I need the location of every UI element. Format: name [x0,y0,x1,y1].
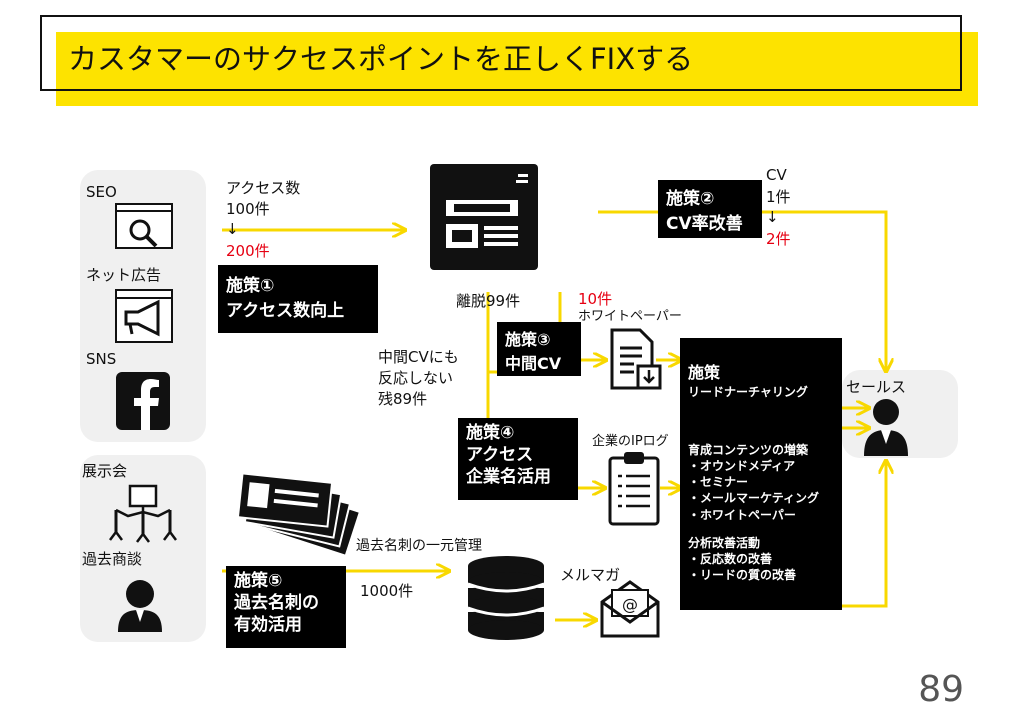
access-before: 100件 [226,200,270,218]
analysis-item: ・反応数の改善 [688,551,773,566]
measure1-title: 施策① [226,276,275,296]
measure5-box: 施策⑤ 過去名刺の 有効活用 [226,566,346,648]
measure4-label-1: アクセス [466,445,534,466]
no-response-line3: 残89件 [378,390,428,408]
lead-nurturing-box: 施策 リードナーチャリング 育成コンテンツの増築 ・オウンドメディア ・セミナー… [680,338,842,610]
channel-exhibition: 展示会 [82,462,128,480]
channel-past-meeting: 過去商談 [82,550,143,568]
cv-arrow-glyph: ↓ [766,208,779,226]
mail-magazine-label: メルマガ [560,566,621,584]
document-download-icon [610,328,662,390]
clipboard-icon [608,452,660,526]
measure1-label: アクセス数向上 [226,301,345,321]
measure3-box: 施策③ 中間CV [497,322,581,376]
channel-net-ad: ネット広告 [86,266,162,284]
facebook-icon [116,372,170,430]
cv-before: 1件 [766,188,791,206]
nurture-item: ・ホワイトペーパー [688,507,796,522]
measure4-title: 施策④ [466,423,515,443]
page-number: 89 [918,669,964,710]
measure3-title: 施策③ [505,330,551,349]
nurture-item: ・セミナー [688,475,749,490]
whitepaper-count: 10件 [578,290,613,308]
person-icon [118,580,162,632]
card-mgmt-label: 過去名刺の一元管理 [356,538,482,554]
nurture-heading: 育成コンテンツの増築 [688,442,809,457]
bottom-sales-arrow [842,462,886,608]
sales-person-icon [864,399,908,456]
measure2-title: 施策② [666,189,715,209]
lead-box-title: 施策 [688,363,721,382]
megaphone-icon [115,289,173,343]
lead-box-subtitle: リードナーチャリング [688,384,808,399]
card-count: 1000件 [360,582,414,600]
measure1-box: 施策① アクセス数向上 [218,265,378,333]
access-after: 200件 [226,242,270,260]
measure5-title: 施策⑤ [234,571,283,591]
exhibition-icon [109,484,177,543]
measure4-label-2: 企業名活用 [466,467,551,488]
cv-after: 2件 [766,230,791,248]
whitepaper-label: ホワイトペーパー [578,309,682,324]
ip-log-label: 企業のIPログ [592,434,669,449]
analysis-item: ・リードの質の改善 [688,568,797,583]
no-response-line1: 中間CVにも [378,348,459,366]
measure5-label-2: 有効活用 [234,615,302,636]
analysis-heading: 分析改善活動 [688,535,761,550]
title-frame [40,15,962,91]
measure3-label: 中間CV [505,354,562,373]
no-response-line2: 反応しない [378,369,454,387]
mail-icon: @ [600,580,660,638]
measure2-label: CV率改善 [666,214,743,234]
measure5-label-1: 過去名刺の [234,593,319,614]
title-highlight [56,32,978,106]
seo-icon [115,203,173,249]
nurture-item: ・メールマーケティング [688,491,820,506]
website-icon [430,164,538,270]
svg-text:@: @ [622,595,638,614]
cv-label: CV [766,166,787,184]
channel-seo: SEO [86,183,117,201]
slide-title: カスタマーのサクセスポイントを正しくFIXする [68,42,694,76]
business-cards-icon [236,472,359,555]
nurture-item: ・オウンドメディア [688,458,796,473]
sales-label: セールス [846,378,907,396]
database-icon [467,556,545,640]
measure2-box: 施策② CV率改善 [658,180,762,238]
access-arrow-glyph: ↓ [226,220,239,238]
access-label: アクセス数 [226,179,301,197]
measure4-box: 施策④ アクセス 企業名活用 [458,418,578,500]
channel-sns: SNS [86,350,117,368]
bounce-label: 離脱99件 [456,292,521,310]
